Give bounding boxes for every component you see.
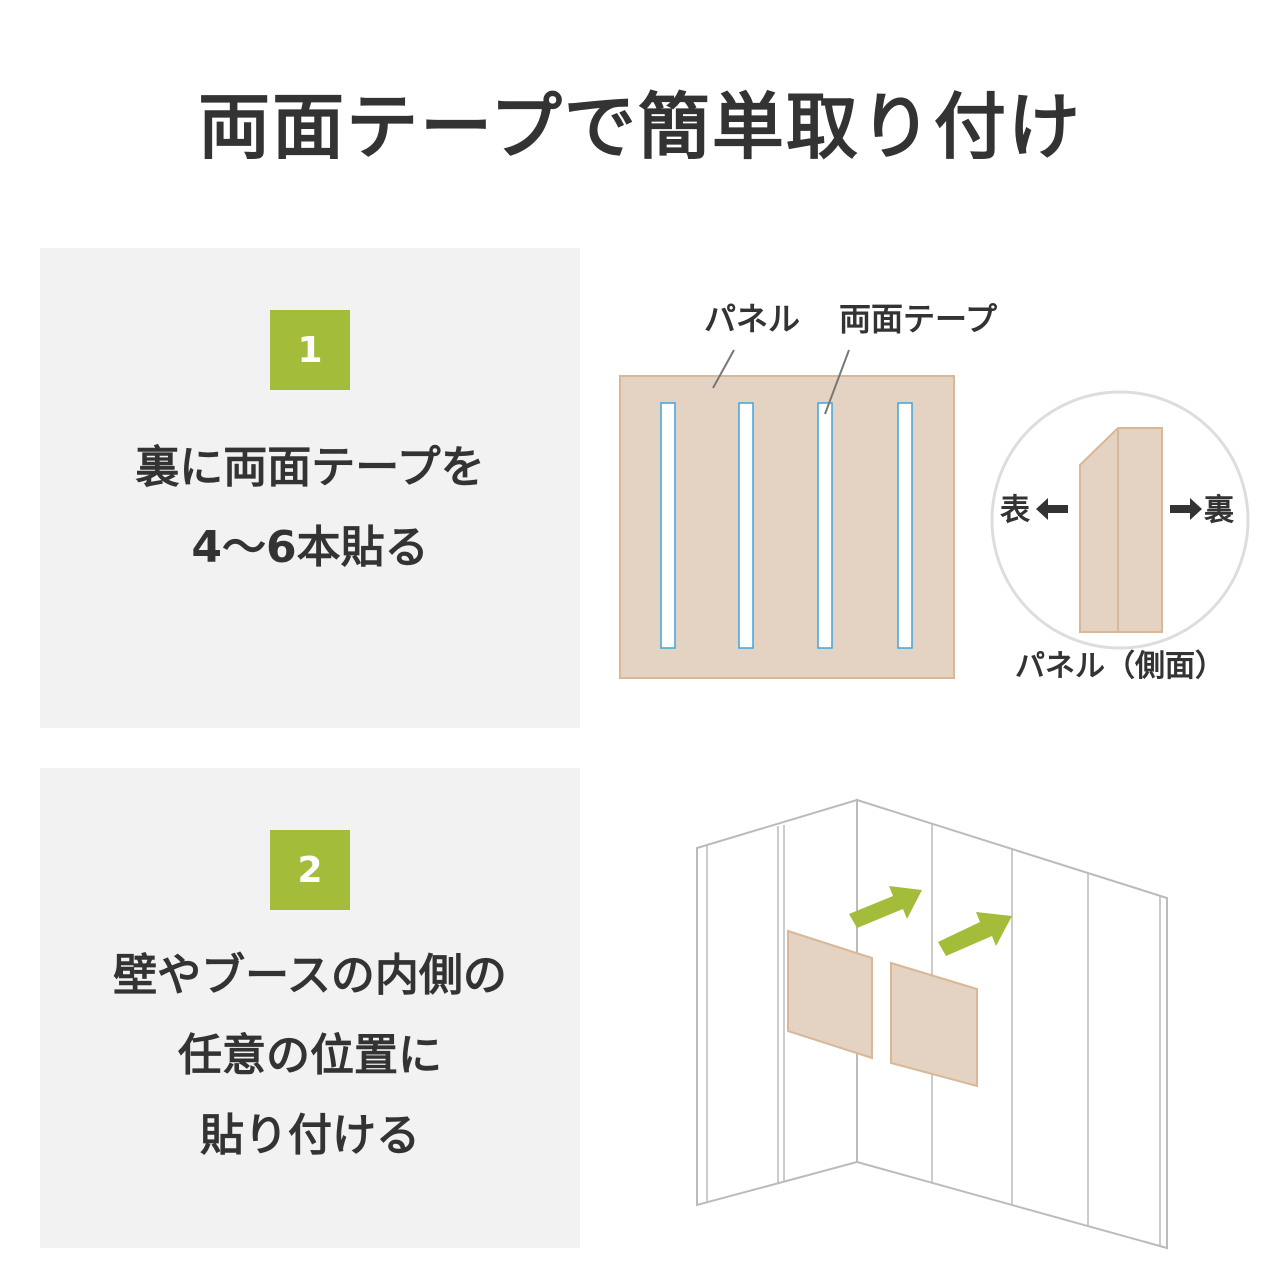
wall-panel-1 <box>787 929 873 1060</box>
arrow-up-right-icon-2 <box>938 912 1012 956</box>
step-1-badge: 1 <box>270 310 350 390</box>
arrow-up-right-icon-1 <box>849 886 922 928</box>
leader-panel <box>712 349 735 389</box>
step-2-line-3: 貼り付ける <box>200 1110 420 1161</box>
tape-strip-1 <box>660 402 676 649</box>
label-front: 表 <box>1000 493 1030 528</box>
panel-back <box>619 375 955 679</box>
tape-strip-3 <box>817 402 833 649</box>
label-panel: パネル <box>704 300 800 338</box>
step-2-line-2: 任意の位置に <box>178 1030 442 1081</box>
arrow-right-icon <box>1170 498 1202 520</box>
step-2-badge: 2 <box>270 830 350 910</box>
booth-left-wall <box>696 798 858 1207</box>
tape-strip-4 <box>897 402 913 649</box>
wall-panel-2 <box>890 961 978 1088</box>
label-back: 裏 <box>1204 493 1235 528</box>
booth-right-wall <box>856 798 1168 1250</box>
leader-tape <box>824 349 850 415</box>
label-side: パネル（側面） <box>1015 649 1225 684</box>
label-tape: 両面テープ <box>839 300 998 338</box>
arrow-left-icon <box>1036 498 1068 520</box>
tape-strip-2 <box>738 402 754 649</box>
side-view-circle <box>990 390 1250 650</box>
side-view-panel <box>1079 427 1163 633</box>
step-1-box: 1 裏に両面テープを 4〜6本貼る <box>40 248 580 728</box>
page-title: 両面テープで簡単取り付け <box>198 85 1082 169</box>
step-2-box: 2 壁やブースの内側の 任意の位置に 貼り付ける <box>40 768 580 1248</box>
step-1-line-1: 裏に両面テープを <box>135 442 485 493</box>
step-1-line-2: 4〜6本貼る <box>191 522 429 573</box>
step-1-text: 裏に両面テープを 4〜6本貼る <box>40 428 580 588</box>
step-2-text: 壁やブースの内側の 任意の位置に 貼り付ける <box>40 936 580 1176</box>
step-2-line-1: 壁やブースの内側の <box>113 950 507 1001</box>
